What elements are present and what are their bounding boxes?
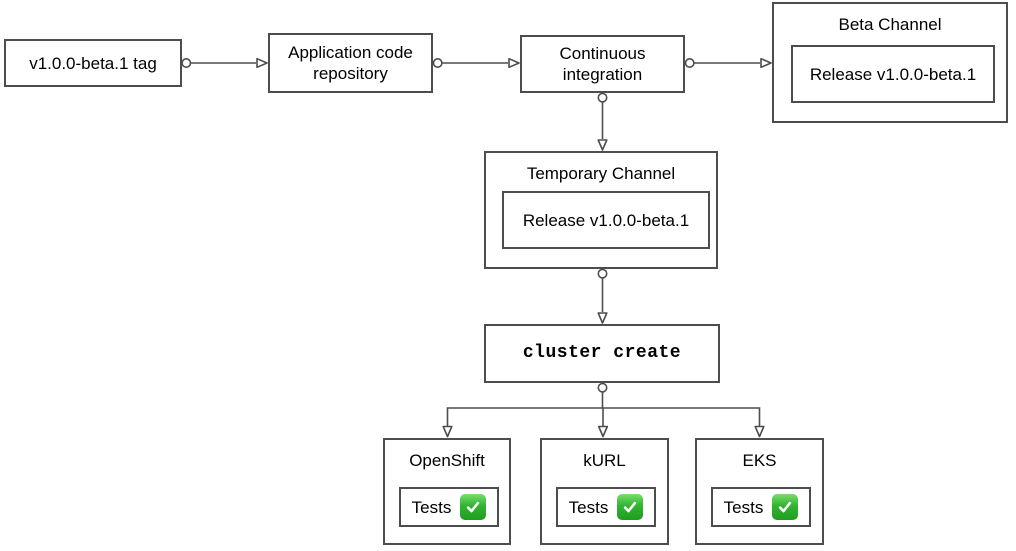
connector-ci-to-temporary-channel <box>597 92 608 151</box>
node-cluster-eks: EKS Tests <box>695 438 824 545</box>
node-application-code-repository-label: Application code repository <box>288 43 413 83</box>
node-cluster-eks-title: EKS <box>742 451 777 470</box>
tests-label: Tests <box>568 497 609 517</box>
node-cluster-openshift: OpenShift Tests <box>383 438 511 545</box>
node-application-code-repository: Application code repository <box>268 33 433 93</box>
connector-ci-to-beta-channel <box>684 57 772 69</box>
node-cluster-create-command-label: cluster create <box>522 343 682 363</box>
node-temporary-channel: Temporary Channel Release v1.0.0-beta.1 <box>484 151 718 269</box>
node-temporary-channel-release: Release v1.0.0-beta.1 <box>502 191 710 249</box>
node-cluster-eks-tests: Tests <box>711 487 811 527</box>
node-cluster-openshift-title: OpenShift <box>409 451 485 470</box>
check-mark-button-icon <box>617 494 644 520</box>
node-continuous-integration: Continuous integration <box>520 35 685 93</box>
tests-label: Tests <box>723 497 764 517</box>
check-mark-button-icon <box>460 494 487 520</box>
tests-label: Tests <box>411 497 452 517</box>
node-temporary-channel-release-label: Release v1.0.0-beta.1 <box>522 210 690 230</box>
node-temporary-channel-title: Temporary Channel <box>526 164 676 183</box>
node-cluster-kurl: kURL Tests <box>540 438 669 545</box>
node-beta-channel-title: Beta Channel <box>838 15 942 34</box>
node-cluster-kurl-title: kURL <box>583 451 626 470</box>
connector-cluster-create-to-clusters <box>442 382 765 438</box>
node-beta-channel-release: Release v1.0.0-beta.1 <box>791 45 995 103</box>
node-cluster-openshift-tests: Tests <box>399 487 499 527</box>
check-mark-button-icon <box>772 494 799 520</box>
connector-temporary-channel-to-cluster-create <box>597 268 608 324</box>
node-version-tag: v1.0.0-beta.1 tag <box>4 39 182 87</box>
connector-repo-to-ci <box>432 57 520 69</box>
node-continuous-integration-label: Continuous integration <box>559 44 646 84</box>
node-cluster-create-command: cluster create <box>484 324 720 383</box>
connector-tag-to-repo <box>181 57 268 69</box>
node-beta-channel-release-label: Release v1.0.0-beta.1 <box>809 64 977 84</box>
node-beta-channel: Beta Channel Release v1.0.0-beta.1 <box>772 2 1008 123</box>
node-cluster-kurl-tests: Tests <box>556 487 656 527</box>
node-version-tag-label: v1.0.0-beta.1 tag <box>29 53 157 73</box>
